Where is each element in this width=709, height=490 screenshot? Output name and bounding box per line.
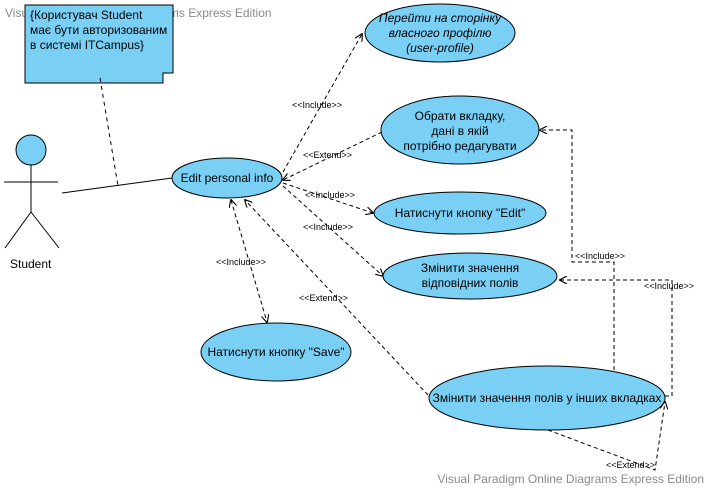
label-include-press-save: <<Include>> [216,257,266,267]
actor-name: Student [10,257,52,271]
use-case-press-edit[interactable]: Натиснути кнопку "Edit" [373,191,547,235]
constraint-note[interactable]: {Користувач Student має бути авторизован… [24,4,174,84]
note-line-1: {Користувач Student [30,8,143,22]
profile-line-1: Перейти на сторінку [379,11,502,25]
label-include-change-fields: <<Include>> [303,222,353,232]
select-tab-line-3: потрібно редагувати [403,139,516,153]
include-press-save-line [231,200,267,322]
change-other-tabs-label: Змінити значення полів у інших вкладках [433,391,662,405]
use-case-press-save[interactable]: Натиснути кнопку "Save" [200,322,352,382]
include-profile-line [282,34,362,173]
use-case-open-profile[interactable]: Перейти на сторінку власного профілю (us… [364,3,516,63]
press-edit-label: Натиснути кнопку "Edit" [395,206,525,220]
use-case-change-fields[interactable]: Змінити значення відповідних полів [382,252,558,300]
label-extend-other-tabs: <<Extend>> [299,293,348,303]
actor-head [15,134,47,166]
use-case-edit-personal-info[interactable]: Edit personal info [171,157,283,199]
association-line [61,177,173,194]
extend-other-tabs-line [245,200,429,396]
include-change-fields-line [282,185,383,276]
label-include-profile: <<Include>> [292,100,342,110]
select-tab-line-1: Обрати вкладку, [415,109,506,123]
press-save-label: Натиснути кнопку "Save" [207,345,344,359]
note-line-3: в системі ITCampus} [30,38,144,52]
note-line-2: має бути авторизованим [30,23,167,37]
use-case-edit-label: Edit personal info [181,171,274,185]
profile-line-3: (user-profile) [406,41,474,55]
extend-select-tab-line [283,131,383,180]
select-tab-line-2: дані в якій [431,124,488,138]
include-other-to-change-line [560,280,673,397]
label-include-press-edit: <<Include>> [305,190,355,200]
label-extend-select-tab: <<Extend>> [303,150,352,160]
watermark-bottom: Visual Paradigm Online Diagrams Express … [437,472,704,486]
label-include-other-select: <<Include>> [575,251,625,261]
profile-line-2: власного профілю [389,26,492,40]
change-fields-line-2: відповідних полів [422,276,519,290]
note-anchor-line [99,77,119,187]
use-case-change-other-tabs[interactable]: Змінити значення полів у інших вкладках [428,365,666,431]
change-fields-line-1: Змінити значення [421,261,519,275]
extend-self-loop-line [547,402,665,471]
include-press-edit-line [282,182,373,213]
include-other-to-select-line [540,130,615,370]
label-include-other-change: <<Include>> [644,281,694,291]
label-extend-self: <<Extend>> [606,460,655,470]
actor-student[interactable]: Student [4,134,60,271]
use-case-select-tab[interactable]: Обрати вкладку, дані в якій потрібно ред… [380,95,540,165]
